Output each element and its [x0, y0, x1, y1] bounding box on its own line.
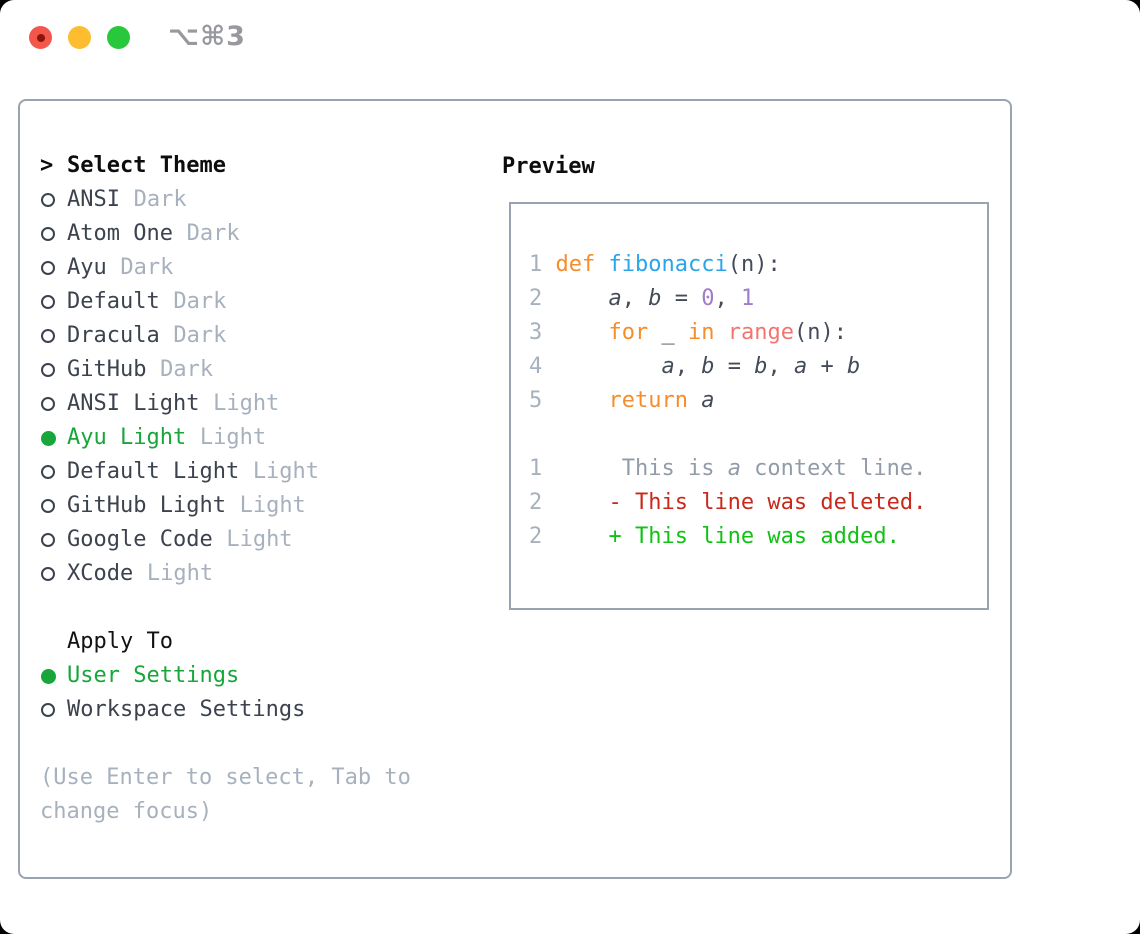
theme-name: GitHub Light [67, 493, 226, 518]
apply-option-label: Workspace Settings [67, 697, 306, 722]
theme-variant: Dark [160, 357, 214, 382]
radio-icon [40, 227, 67, 241]
close-dot-icon [36, 33, 45, 42]
radio-selected-icon [41, 430, 56, 446]
radio-selected-icon [40, 430, 67, 446]
apply-option-label: User Settings [67, 663, 240, 688]
theme-variant: Dark [133, 187, 187, 212]
code-line: 2 - This line was deleted. [529, 490, 927, 515]
radio-icon [41, 397, 55, 411]
radio-icon [40, 465, 67, 479]
code-line: 1 def fibonacci(n): [529, 252, 781, 277]
theme-option-github[interactable]: GitHub Dark [40, 353, 490, 387]
radio-selected-icon [41, 668, 56, 684]
radio-icon [40, 567, 67, 581]
radio-icon [40, 261, 67, 275]
radio-icon [40, 533, 67, 547]
radio-icon [40, 499, 67, 513]
theme-option-google-code[interactable]: Google Code Light [40, 523, 490, 557]
radio-icon [41, 363, 55, 377]
radio-icon [40, 363, 67, 377]
radio-icon [41, 567, 55, 581]
theme-option-ayu[interactable]: Ayu Dark [40, 251, 490, 285]
radio-icon [40, 295, 67, 309]
radio-icon [41, 261, 55, 275]
code-line: 4 a, b = b, a + b [529, 354, 861, 379]
apply-option-user-settings[interactable]: User Settings [40, 659, 490, 693]
radio-icon [41, 329, 55, 343]
radio-icon [41, 465, 55, 479]
minimize-button[interactable] [68, 26, 91, 49]
theme-variant: Dark [173, 323, 227, 348]
theme-option-atom-one[interactable]: Atom One Dark [40, 217, 490, 251]
radio-icon [41, 193, 55, 207]
theme-picker-header: > Select Theme [40, 149, 490, 183]
close-button[interactable] [29, 26, 52, 49]
theme-name: ANSI [67, 187, 120, 212]
radio-icon [40, 703, 67, 717]
radio-icon [40, 329, 67, 343]
theme-variant: Dark [120, 255, 174, 280]
theme-variant: Dark [173, 289, 227, 314]
apply-to-title: Apply To [67, 629, 173, 654]
preview-title: Preview [502, 153, 595, 179]
radio-icon [41, 499, 55, 513]
hint-line: (Use Enter to select, Tab to [40, 765, 411, 790]
apply-option-workspace-settings[interactable]: Workspace Settings [40, 693, 490, 727]
theme-name: Default Light [67, 459, 240, 484]
theme-option-ayu-light[interactable]: Ayu Light Light [40, 421, 490, 455]
theme-variant: Light [239, 493, 306, 518]
code-line: 2 a, b = 0, 1 [529, 286, 755, 311]
theme-option-ansi-light[interactable]: ANSI Light Light [40, 387, 490, 421]
radio-icon [40, 397, 67, 411]
theme-name: XCode [67, 561, 134, 586]
theme-option-default-light[interactable]: Default Light Light [40, 455, 490, 489]
theme-name: Atom One [67, 221, 173, 246]
theme-variant: Light [199, 425, 267, 450]
radio-icon [41, 533, 55, 547]
theme-name: Ayu [67, 255, 107, 280]
theme-name: Ayu Light [67, 425, 187, 450]
theme-picker-title: Select Theme [67, 153, 226, 178]
window-shortcut-label: ⌥⌘3 [168, 21, 246, 52]
theme-option-default[interactable]: Default Dark [40, 285, 490, 319]
theme-option-dracula[interactable]: Dracula Dark [40, 319, 490, 353]
code-line [529, 418, 969, 452]
zoom-button[interactable] [107, 26, 130, 49]
theme-option-xcode[interactable]: XCode Light [40, 557, 490, 591]
radio-icon [41, 295, 55, 309]
theme-variant: Light [252, 459, 320, 484]
theme-name: GitHub [67, 357, 147, 382]
theme-name: Google Code [67, 527, 213, 552]
theme-option-github-light[interactable]: GitHub Light Light [40, 489, 490, 523]
code-preview: 1 def fibonacci(n): 2 a, b = 0, 1 3 for _ … [511, 204, 987, 598]
theme-option-ansi[interactable]: ANSI Dark [40, 183, 490, 217]
theme-name: Dracula [67, 323, 160, 348]
theme-name: ANSI Light [67, 391, 200, 416]
hint-line: change focus) [40, 799, 213, 824]
apply-to-header: Apply To [40, 625, 490, 659]
code-line: 2 + This line was added. [529, 524, 900, 549]
radio-icon [40, 193, 67, 207]
theme-variant: Light [146, 561, 214, 586]
code-line: 3 for _ in range(n): [529, 320, 847, 345]
code-line: 1 This is a context line. [529, 456, 927, 481]
radio-icon [41, 227, 55, 241]
titlebar: ⌥⌘3 [0, 0, 1140, 99]
theme-variant: Light [226, 527, 293, 552]
radio-icon [41, 703, 55, 717]
radio-selected-icon [40, 668, 67, 684]
code-line: 5 return a [529, 388, 715, 413]
preview-box: 1 def fibonacci(n): 2 a, b = 0, 1 3 for _ … [509, 202, 989, 610]
theme-variant: Dark [186, 221, 240, 246]
keyboard-hint: (Use Enter to select, Tab to change focus… [40, 761, 490, 829]
theme-name: Default [67, 289, 160, 314]
theme-variant: Light [213, 391, 280, 416]
prompt-icon: > [40, 153, 54, 178]
